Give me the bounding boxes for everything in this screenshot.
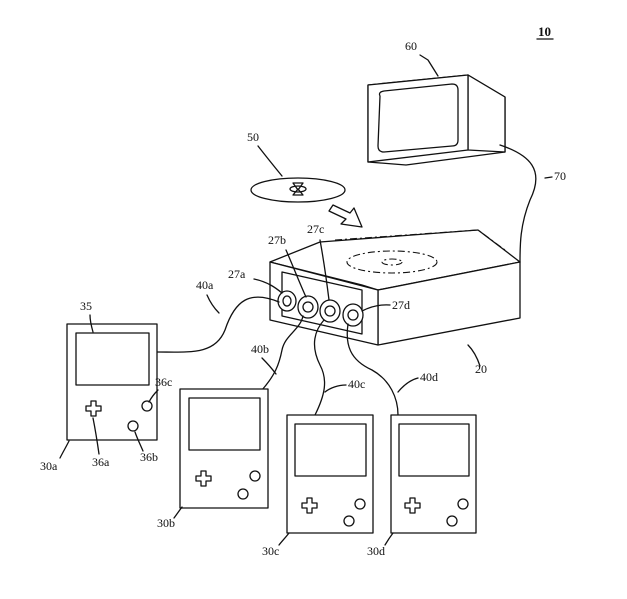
monitor-screen — [377, 83, 459, 153]
handheld-d-button-2 — [446, 515, 458, 527]
connector-b-inner — [302, 301, 314, 313]
handheld-d-button-1 — [457, 498, 469, 510]
connector-d-label: 27d — [392, 298, 410, 312]
cable-a-label: 40a — [196, 278, 214, 292]
handheld-d-leader — [384, 532, 394, 546]
handheld-d-label: 30d — [367, 544, 385, 558]
connector-d-leader — [361, 304, 391, 312]
monitor-side — [467, 74, 506, 153]
button-c-leader — [148, 389, 159, 403]
handheld-d-dpad-icon — [404, 497, 421, 514]
cable-d — [346, 323, 399, 416]
handheld-b — [179, 388, 269, 509]
connector-c-label: 27c — [307, 222, 324, 236]
handheld-b-leader — [173, 506, 183, 519]
handheld-a-dpad-icon — [85, 400, 102, 417]
connector-c-leader — [319, 239, 330, 301]
connector-c-inner — [324, 305, 336, 317]
handheld-c-label: 30c — [262, 544, 279, 558]
console-leader — [467, 344, 481, 367]
monitor-front — [367, 74, 469, 163]
handheld-c-button-1 — [354, 498, 366, 510]
button-b-label: 36b — [140, 450, 158, 464]
disc-label: 50 — [247, 130, 259, 144]
handheld-c-body — [286, 414, 374, 534]
cable-c-label: 40c — [348, 377, 365, 391]
handheld-screen-label: 35 — [80, 299, 92, 313]
handheld-screen-leader — [89, 314, 94, 333]
connector-b — [297, 295, 319, 319]
monitor-leader — [419, 54, 439, 77]
disc-center-mark-lower — [292, 188, 304, 196]
cable-b-leader — [261, 357, 277, 375]
cable-b-label: 40b — [251, 342, 269, 356]
handheld-b-screen — [188, 397, 261, 451]
handheld-d — [390, 414, 477, 534]
handheld-b-dpad-icon — [195, 470, 212, 487]
connector-a-outer — [277, 290, 297, 312]
disc-hub — [289, 185, 307, 193]
disc — [250, 177, 346, 203]
handheld-b-button-2 — [237, 488, 249, 500]
handheld-a-screen — [75, 332, 150, 386]
connector-c-outer — [319, 299, 341, 323]
button-b-leader — [134, 431, 144, 452]
handheld-a-button-c — [141, 400, 153, 412]
handheld-a-label: 30a — [40, 459, 58, 473]
connector-b-outer — [297, 295, 319, 319]
handheld-c-dpad-icon — [301, 497, 318, 514]
handheld-a-body — [66, 323, 158, 441]
handheld-c-button-2 — [343, 515, 355, 527]
handheld-a-leader — [59, 440, 70, 459]
game-console — [269, 229, 521, 346]
handheld-d-screen — [398, 423, 470, 477]
button-a-leader — [92, 417, 100, 455]
connector-a-label: 27a — [228, 267, 246, 281]
monitor-label: 60 — [405, 39, 417, 53]
disc-leader — [257, 145, 283, 177]
video-cable-label: 70 — [554, 169, 566, 183]
disc-lid-outline — [334, 229, 506, 251]
handheld-b-button-1 — [249, 470, 261, 482]
handheld-c-leader — [278, 532, 290, 546]
cable-c — [313, 319, 326, 416]
cable-b — [261, 315, 304, 391]
disc-tray-spindle — [381, 258, 403, 266]
handheld-b-label: 30b — [157, 516, 175, 530]
connector-a — [277, 290, 297, 312]
handheld-d-body — [390, 414, 477, 534]
connector-d — [342, 303, 364, 327]
handheld-b-body — [179, 388, 269, 509]
console-label: 20 — [475, 362, 487, 376]
connector-d-inner — [347, 309, 359, 321]
handheld-c-screen — [294, 423, 367, 477]
connector-a-inner — [282, 295, 292, 307]
cable-c-leader — [324, 384, 347, 393]
handheld-a-button-b — [127, 420, 139, 432]
figure-number: 10 — [538, 24, 551, 39]
connector-b-label: 27b — [268, 233, 286, 247]
cable-d-label: 40d — [420, 370, 438, 384]
connector-c — [319, 299, 341, 323]
handheld-a — [66, 323, 158, 441]
handheld-c — [286, 414, 374, 534]
monitor — [367, 74, 506, 166]
video-cable — [499, 144, 537, 263]
disc-tray-outline — [346, 250, 438, 274]
connector-b-leader — [285, 249, 307, 298]
cable-a-leader — [206, 294, 220, 314]
connector-a-leader — [253, 278, 283, 294]
button-a-label: 36a — [92, 455, 110, 469]
insert-arrow — [328, 204, 363, 228]
video-cable-leader — [544, 176, 553, 179]
disc-center-mark — [292, 182, 304, 191]
button-c-label: 36c — [155, 375, 172, 389]
cable-a — [156, 296, 280, 353]
cable-d-leader — [397, 377, 419, 393]
connector-d-outer — [342, 303, 364, 327]
